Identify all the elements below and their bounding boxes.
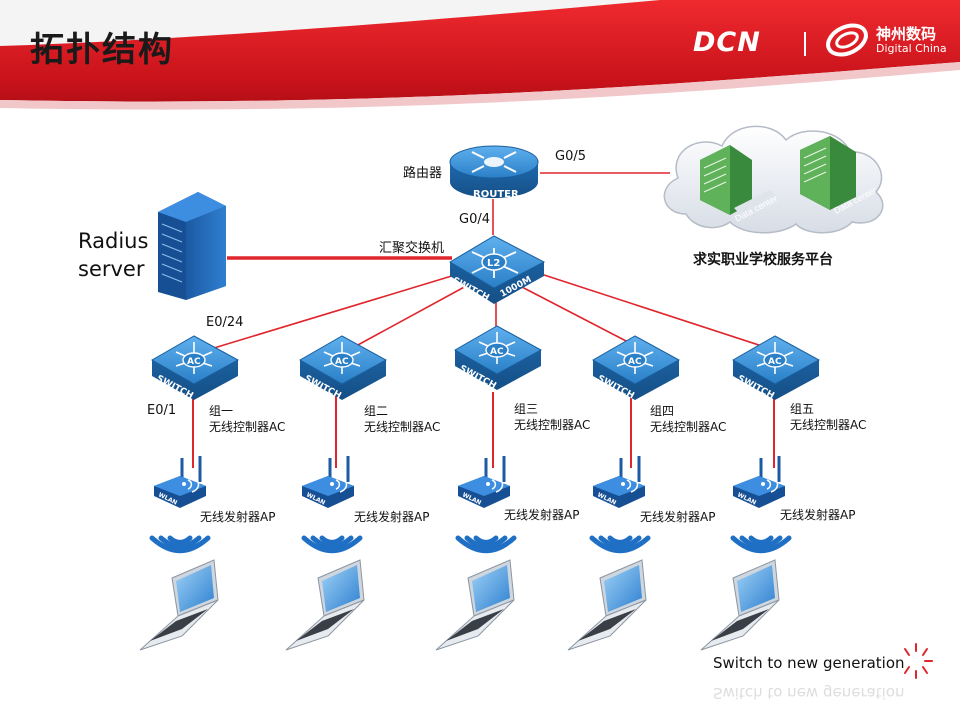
datacenter-building-icon: [800, 136, 856, 210]
port-e01-label: E0/1: [147, 403, 177, 418]
footer-slogan: Switch to new generation: [713, 654, 905, 672]
group-4-name: 组四: [650, 404, 675, 418]
ac-badge-text: AC: [490, 347, 504, 357]
group-2-ap-label: 无线发射器AP: [354, 510, 430, 524]
group-3-ac-label: 无线控制器AC: [514, 418, 591, 432]
port-g05-label: G0/5: [555, 149, 586, 164]
group-2-ac-label: 无线控制器AC: [364, 420, 441, 434]
group-3-name: 组三: [514, 402, 539, 416]
service-platform-caption: 求实职业学校服务平台: [693, 252, 833, 268]
ac-badge-text: AC: [768, 357, 782, 367]
group-1-name: 组一: [209, 404, 234, 418]
group-5-ac-label: 无线控制器AC: [790, 418, 867, 432]
access-point-icon: [302, 456, 354, 508]
logo-divider: [804, 32, 806, 56]
datacenter-building-icon: [700, 145, 776, 215]
port-g04-label: G0/4: [459, 212, 490, 227]
ac-switch-icon: [453, 325, 543, 390]
dcn-logo: DCN: [693, 27, 761, 58]
group-1-ac-label: 无线控制器AC: [209, 420, 286, 434]
wifi-signal-icon: [301, 535, 363, 553]
ac-switch-icon: [591, 335, 681, 400]
header-band: [0, 0, 960, 110]
ac-switch-icon: [150, 335, 240, 400]
links: [192, 172, 775, 468]
link-agg-ac-2: [355, 284, 469, 347]
link-agg-ac-5: [537, 272, 769, 349]
laptop-icon: [567, 559, 647, 651]
group-3-ap-label: 无线发射器AP: [504, 508, 580, 522]
router-icon: [449, 145, 539, 198]
radius-label-line2: server: [78, 257, 145, 281]
access-point-icon: [733, 456, 785, 508]
port-e024-label: E0/24: [206, 315, 244, 330]
group-4-ap-label: 无线发射器AP: [640, 510, 716, 524]
wifi-signal-icon: [730, 535, 792, 553]
group-4-ac-label: 无线控制器AC: [650, 420, 727, 434]
laptop-icon: [435, 559, 515, 651]
router-text: ROUTER: [473, 189, 519, 200]
ac-badge-text: AC: [628, 357, 642, 367]
partner-name-cn: 神州数码: [876, 25, 937, 43]
laptop-icon: [700, 559, 780, 651]
aggregation-switch-icon: [449, 235, 546, 304]
sunburst-icon: [904, 643, 933, 679]
aggregation-badge: L2: [487, 258, 500, 269]
access-point-icon: [458, 456, 510, 508]
ac-switch-icon: [731, 335, 821, 400]
link-agg-ac-1: [213, 274, 456, 349]
group-5-name: 组五: [790, 402, 815, 416]
group-1-ap-label: 无线发射器AP: [200, 510, 276, 524]
page-title: 拓扑结构: [30, 30, 174, 70]
access-point-icon: [154, 456, 206, 508]
wifi-signal-icon: [149, 535, 211, 553]
radius-label-line1: Radius: [78, 229, 149, 253]
ac-badge-text: AC: [187, 357, 201, 367]
router-label: 路由器: [403, 166, 443, 181]
link-agg-ac-4: [519, 285, 629, 343]
group-2-name: 组二: [364, 404, 389, 418]
digital-china-logo-icon: [826, 23, 868, 57]
groups-layer: ACSWITCHWLANACSWITCHWLANACSWITCHWLANACSW…: [139, 325, 821, 651]
radius-server-icon: [158, 192, 226, 300]
access-point-icon: [593, 456, 645, 508]
laptop-icon: [139, 559, 219, 651]
group-5-ap-label: 无线发射器AP: [780, 508, 856, 522]
ac-badge-text: AC: [335, 357, 349, 367]
aggregation-switch-label: 汇聚交换机: [379, 241, 445, 256]
wifi-signal-icon: [589, 535, 651, 553]
ac-switch-icon: [298, 335, 388, 400]
partner-name-en: Digital China: [876, 42, 947, 55]
wifi-signal-icon: [455, 535, 517, 553]
laptop-icon: [285, 559, 365, 651]
footer-slogan-reflection: Switch to new generation: [713, 684, 905, 702]
